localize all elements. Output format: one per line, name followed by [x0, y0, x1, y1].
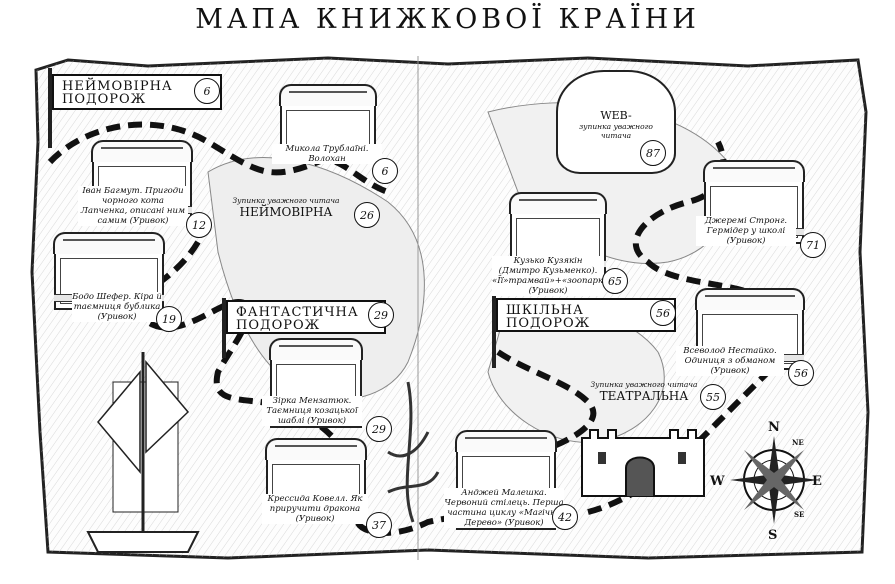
stop-teatralna-name: ТЕАТРАЛЬНА — [599, 389, 689, 403]
compass-ne: NE — [792, 438, 804, 447]
flag-pole-fantastychna — [222, 298, 226, 358]
stop-web-sub: зупинка уважного читача — [579, 122, 653, 140]
badge-stop-web: 87 — [640, 140, 666, 166]
badge-fantastychna: 29 — [368, 302, 394, 328]
chest-strong-lid — [703, 160, 805, 182]
flag-neimovirna-line1: НЕЙМОВІРНА — [62, 79, 173, 94]
stop-teatralna: Зупинка уважного читача ТЕАТРАЛЬНА — [586, 380, 702, 403]
flag-neimovirna: НЕЙМОВІРНА ПОДОРОЖ — [52, 74, 222, 110]
badge-nestaiko: 56 — [788, 360, 814, 386]
chest-bagmut-lid — [91, 140, 193, 162]
flag-pole-shkilna — [492, 296, 496, 368]
chest-trublaini-lid — [279, 84, 377, 106]
flag-neimovirna-line2: ПОДОРОЖ — [62, 92, 147, 107]
badge-mekhatok: 29 — [366, 416, 392, 442]
badge-stop-neimovirna: 26 — [354, 202, 380, 228]
flag-shkilna: ШКІЛЬНА ПОДОРОЖ — [496, 298, 676, 332]
badge-kuzyakin: 65 — [602, 268, 628, 294]
chest-maleshka-lid — [455, 430, 557, 452]
compass-se: SE — [794, 510, 805, 519]
stop-neimovirna: Зупинка уважного читача НЕЙМОВІРНА — [226, 196, 346, 219]
chest-kovell-lid — [265, 438, 367, 460]
stop-web: WEB- зупинка уважного читача — [566, 109, 666, 141]
chest-nestaiko-lid — [695, 288, 805, 310]
stop-neimovirna-sub: Зупинка уважного читача — [232, 196, 340, 205]
compass-e: E — [812, 474, 822, 489]
flag-fantastychna-line1: ФАНТАСТИЧНА — [236, 305, 359, 320]
caption-strong: Джеремі Стронг. Гермідер у школі (Уривок… — [696, 216, 796, 246]
compass-s: S — [768, 528, 778, 543]
caption-mekhatok: Зірка Мензатюк. Таємниця козацької шаблі… — [262, 396, 362, 426]
flag-fantastychna-line2: ПОДОРОЖ — [236, 318, 321, 333]
badge-kovell: 37 — [366, 512, 392, 538]
badge-strong: 71 — [800, 232, 826, 258]
caption-trublaini: Микола Трублаїні. Волохан — [272, 144, 382, 164]
badge-shefer: 19 — [156, 306, 182, 332]
stop-web-name: WEB- — [600, 109, 632, 122]
compass-w: W — [710, 474, 725, 489]
caption-shefer: Бодо Шефер. Кіра й таємниця бублика (Ури… — [72, 292, 162, 322]
compass-n: N — [768, 420, 780, 435]
flag-fantastychna: ФАНТАСТИЧНА ПОДОРОЖ — [226, 300, 386, 334]
caption-kuzyakin: Кузько Кузякін (Дмитро Кузьменко). «Її»т… — [492, 256, 614, 296]
caption-kovell: Крессида Ковелл. Як приручити дракона (У… — [262, 494, 368, 524]
badge-neimovirna: 6 — [194, 78, 220, 104]
chest-kuzyakin-lid — [509, 192, 607, 214]
compass-rose-icon — [730, 436, 818, 524]
badge-trublaini: 6 — [372, 158, 398, 184]
caption-bagmut: Іван Багмут. Пригоди чорного кота Лапчен… — [78, 186, 188, 226]
flag-pole-neimovirna — [48, 68, 52, 148]
caption-nestaiko: Всеволод Нестайко. Одиниця з обманом (Ур… — [676, 346, 784, 376]
badge-stop-teatralna: 55 — [700, 384, 726, 410]
badge-bagmut: 12 — [186, 212, 212, 238]
castle-icon — [581, 429, 705, 497]
flag-shkilna-line1: ШКІЛЬНА — [506, 303, 584, 318]
chest-mekhatok-lid — [269, 338, 363, 360]
map-title: МАПА КНИЖКОВОЇ КРАЇНИ — [195, 4, 700, 35]
flag-shkilna-line2: ПОДОРОЖ — [506, 316, 591, 331]
stop-teatralna-sub: Зупинка уважного читача — [590, 380, 698, 389]
badge-shkilna: 56 — [650, 300, 676, 326]
stop-neimovirna-name: НЕЙМОВІРНА — [239, 205, 333, 219]
caption-maleshka: Анджей Малешка. Червоний стілець. Перша … — [444, 488, 564, 528]
badge-maleshka: 42 — [552, 504, 578, 530]
chest-shefer-lid — [53, 232, 165, 254]
